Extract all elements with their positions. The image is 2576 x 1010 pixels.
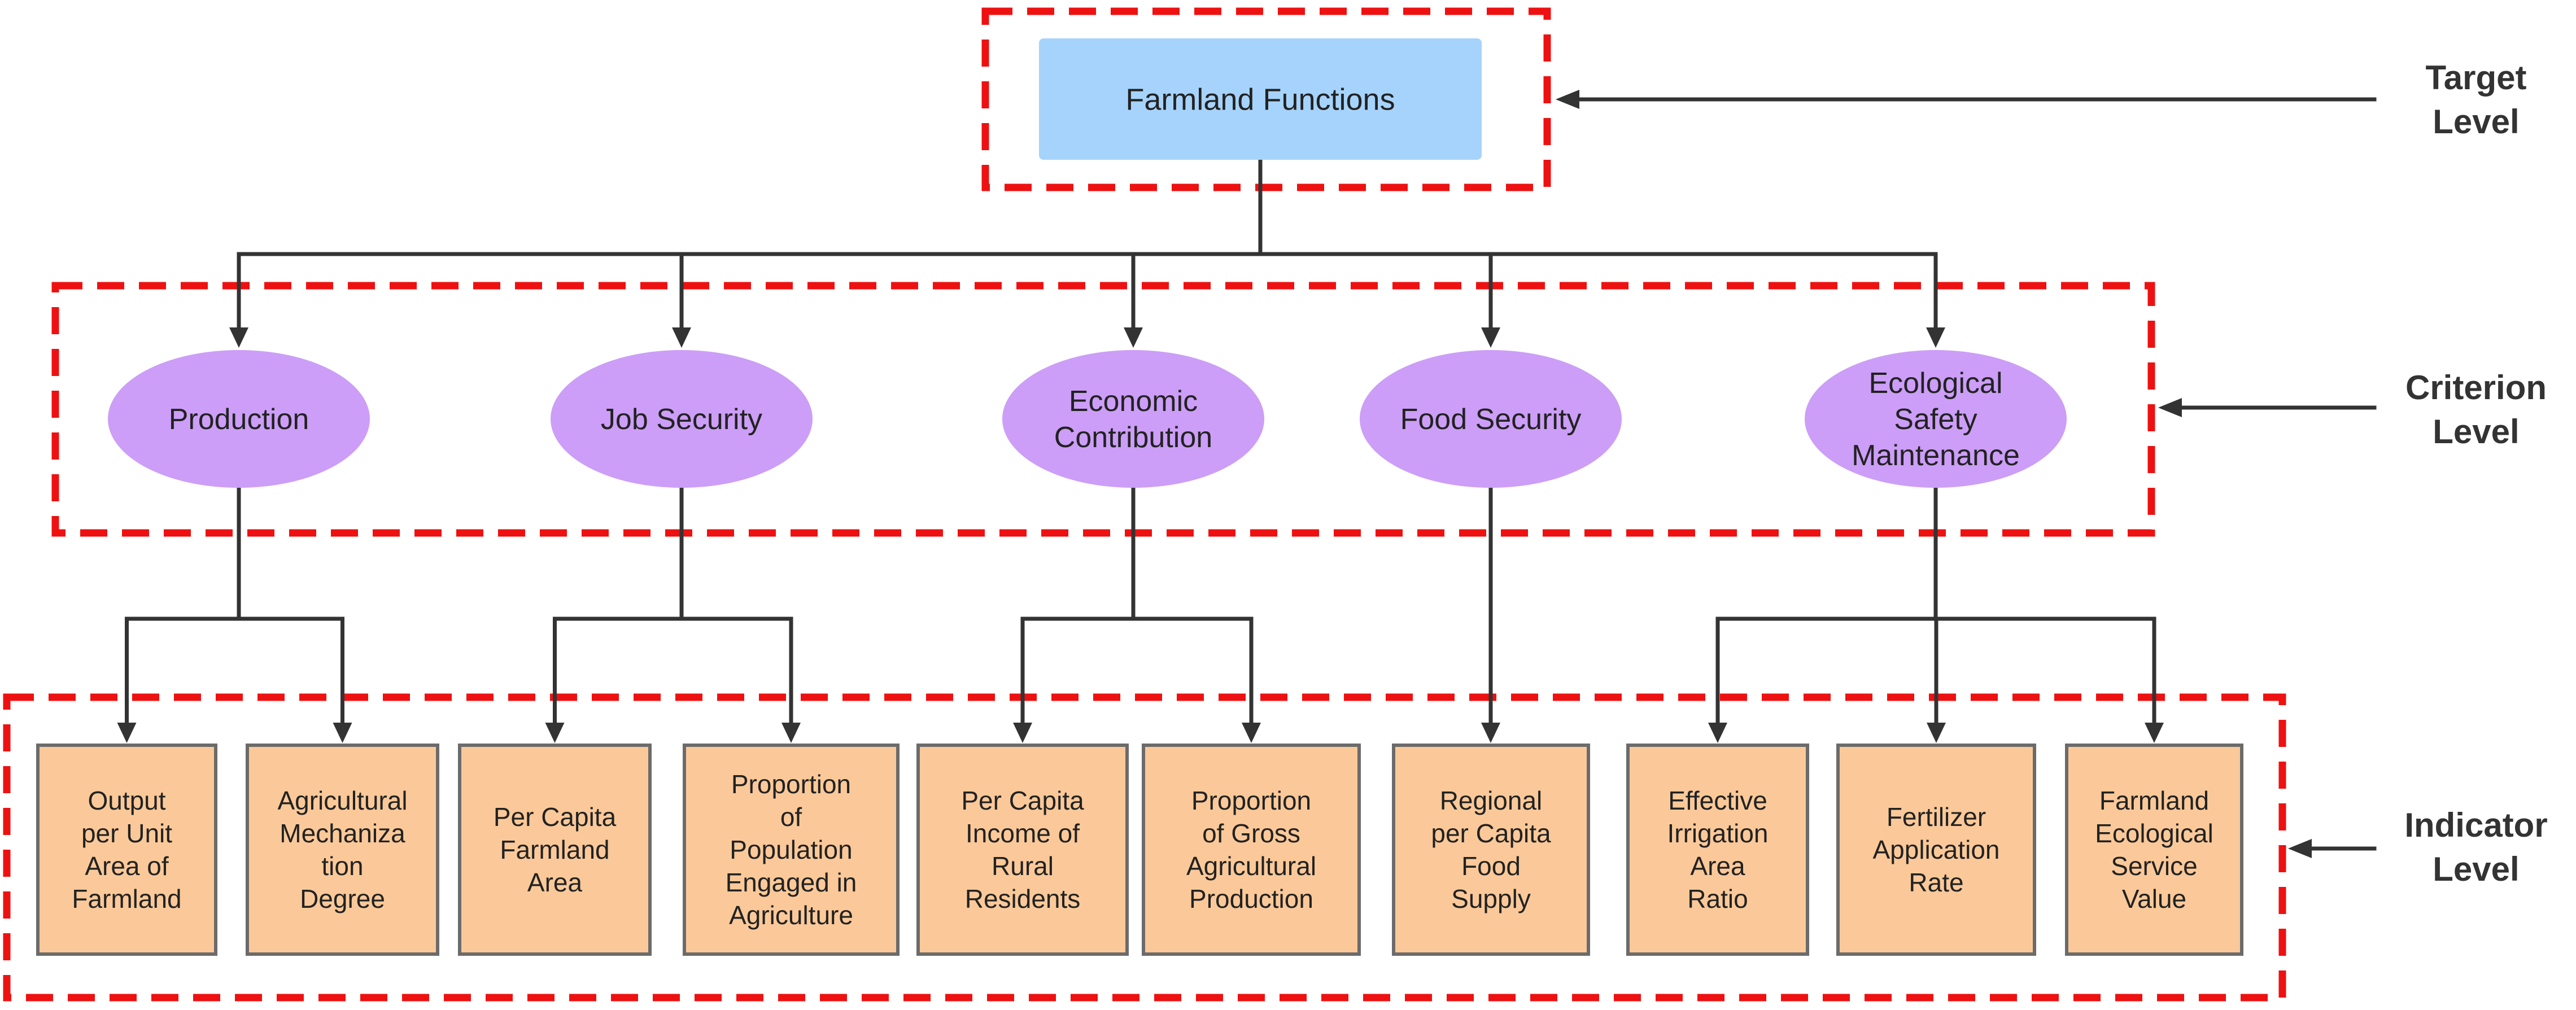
arrowhead-icon [545,723,565,743]
target-node: Farmland Functions [1039,38,1482,160]
indicator-box [1836,744,2036,956]
arrowhead-icon [1927,723,1946,743]
criterion-label: Food Security [1400,403,1582,436]
criterion-label: Production [169,403,309,436]
indicator-box [916,744,1129,956]
indicator-box [683,744,900,956]
arrowhead-icon [1708,723,1727,743]
arrowhead-icon [1556,90,1579,109]
arrowhead-icon [2158,398,2182,417]
criterion-node: Job Security [551,350,813,488]
indicator-box [2065,744,2243,956]
target-label: Farmland Functions [1125,82,1395,116]
indicator-box [1392,744,1590,956]
indicator-box [1142,744,1361,956]
criterion-ellipse [1002,350,1264,488]
arrowhead-icon [2288,839,2312,858]
arrowhead-icon [1013,723,1032,743]
arrowhead-icon [1481,327,1500,348]
arrowhead-icon [781,723,801,743]
criterion-ellipse [551,350,813,488]
indicator-box [36,744,217,956]
criterion-node: Production [108,350,370,488]
arrowhead-icon [1926,327,1945,348]
criterion-level-box [51,282,2155,537]
arrowhead-icon [333,723,352,743]
arrowhead-icon [1242,723,1261,743]
indicator-box [1626,744,1809,956]
target-box [1039,38,1482,160]
arrowhead-icon [229,327,248,348]
criterion-ellipse [108,350,370,488]
indicator-box [246,744,439,956]
criterion-node: Food Security [1360,350,1622,488]
indicator-level-box [3,693,2286,1002]
arrowhead-icon [2145,723,2164,743]
arrowhead-icon [672,327,691,348]
criterion-ellipse [1360,350,1622,488]
indicator-box [458,744,652,956]
criterion-ellipse [1805,350,2067,488]
arrowhead-icon [1481,723,1500,743]
arrowhead-icon [1124,327,1143,348]
criterion-label: Job Security [601,403,762,436]
arrowhead-icon [117,723,137,743]
target-level-box [981,7,1551,191]
